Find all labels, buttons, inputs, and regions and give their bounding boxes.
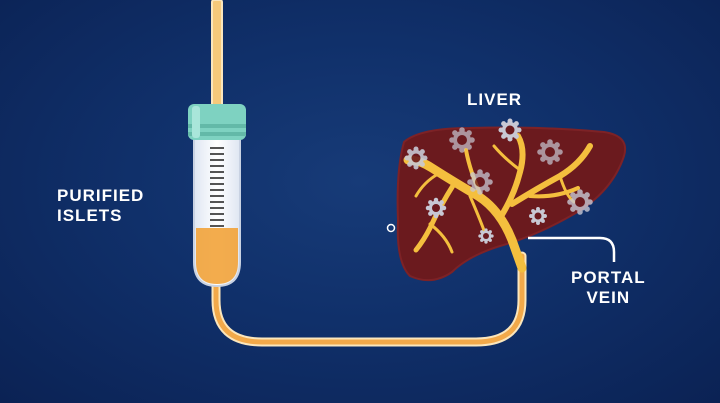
islet-clusters	[404, 118, 593, 244]
islet-solution-fill	[196, 228, 238, 284]
tube-cap	[188, 104, 246, 140]
purified-islets-label: PURIFIED ISLETS	[57, 186, 144, 226]
tube-graduations	[210, 147, 224, 227]
catheter-line	[211, 251, 527, 347]
vein-label-line1: PORTAL	[571, 268, 646, 287]
liver-icon	[396, 118, 626, 282]
islet-cluster-icon	[529, 207, 547, 225]
islet-cluster-icon	[478, 228, 494, 244]
test-tube-icon	[188, 104, 246, 288]
islet-cluster-icon	[498, 118, 522, 142]
islets-label-line2: ISLETS	[57, 206, 123, 225]
liver-label: LIVER	[467, 90, 523, 109]
free-islet	[386, 223, 396, 233]
islet-cluster-icon	[404, 146, 428, 170]
islet-cluster-icon	[449, 127, 475, 153]
vein-label-line2: VEIN	[586, 288, 631, 307]
portal-vein-label: PORTAL VEIN	[571, 268, 646, 308]
portal-vein-pointer	[528, 236, 616, 262]
islet-cluster-icon	[567, 189, 593, 215]
inflow-line	[211, 0, 223, 113]
islet-cluster-icon	[467, 169, 493, 195]
islet-cluster-icon	[537, 139, 563, 165]
islet-cluster-icon	[425, 197, 447, 219]
islets-label-line1: PURIFIED	[57, 186, 145, 205]
